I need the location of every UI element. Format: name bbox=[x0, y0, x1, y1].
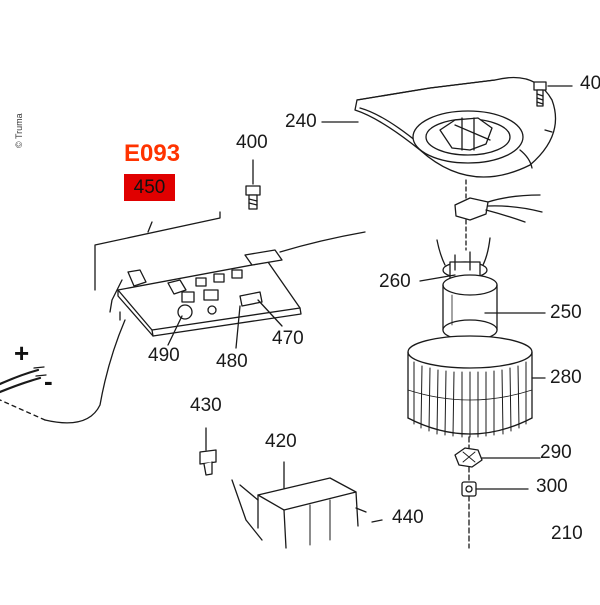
screw-400-right bbox=[533, 81, 547, 107]
power-cable-end bbox=[0, 399, 46, 421]
plus-symbol: + bbox=[14, 338, 30, 368]
wire-ends bbox=[0, 366, 47, 394]
copyright-text: © Truma bbox=[14, 113, 24, 148]
part-label-290[interactable]: 290 bbox=[540, 442, 572, 463]
leader-440 bbox=[371, 519, 383, 523]
screw-400-left bbox=[245, 185, 261, 210]
part-label-250[interactable]: 250 bbox=[550, 302, 582, 323]
part-label-210[interactable]: 210 bbox=[551, 523, 583, 544]
leader-490 bbox=[167, 315, 183, 346]
control-board-450 bbox=[109, 231, 366, 337]
part-label-280[interactable]: 280 bbox=[550, 367, 582, 388]
part-label-490[interactable]: 490 bbox=[148, 345, 180, 366]
part-label-400-right[interactable]: 40 bbox=[580, 73, 600, 94]
kit-code: E093 bbox=[124, 140, 181, 167]
highlighted-part-number: 450 bbox=[133, 176, 166, 198]
leader-480 bbox=[235, 305, 241, 349]
part-label-300[interactable]: 300 bbox=[536, 476, 568, 497]
capacitor-420 bbox=[231, 477, 367, 549]
part-label-430[interactable]: 430 bbox=[190, 395, 222, 416]
part-label-400-left[interactable]: 400 bbox=[236, 132, 268, 153]
bracket-450-tick bbox=[147, 221, 153, 233]
part-label-480[interactable]: 480 bbox=[216, 351, 248, 372]
power-cable bbox=[44, 319, 126, 424]
minus-symbol: - bbox=[44, 366, 53, 396]
part-label-260[interactable]: 260 bbox=[379, 271, 411, 292]
part-label-240[interactable]: 240 bbox=[285, 111, 317, 132]
leader-470 bbox=[257, 299, 283, 327]
highlighted-part-badge[interactable]: 450 bbox=[124, 174, 175, 201]
fan-housing-240 bbox=[354, 76, 557, 178]
part-label-470[interactable]: 470 bbox=[272, 328, 304, 349]
part-label-440[interactable]: 440 bbox=[392, 507, 424, 528]
nut-290 bbox=[454, 447, 483, 468]
leader-260 bbox=[419, 274, 456, 282]
motor-250 bbox=[436, 237, 498, 351]
motor-connector bbox=[454, 179, 543, 251]
fan-wheel-280 bbox=[407, 335, 533, 438]
bracket-450 bbox=[94, 211, 221, 291]
screw-430 bbox=[199, 449, 217, 476]
nut-300 bbox=[461, 481, 477, 497]
part-label-420[interactable]: 420 bbox=[265, 431, 297, 452]
